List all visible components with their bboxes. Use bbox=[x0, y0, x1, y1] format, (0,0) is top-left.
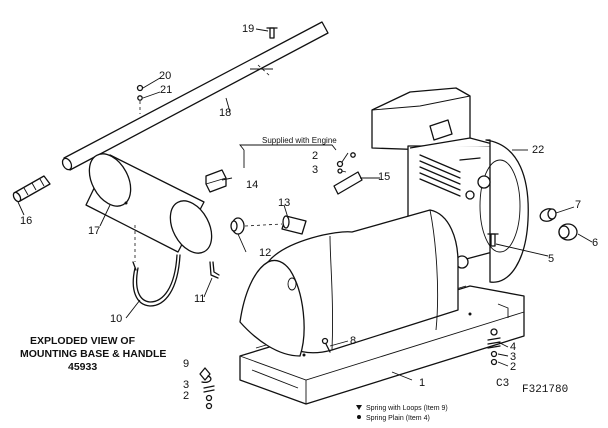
fuel-tank bbox=[85, 153, 213, 254]
screw-5 bbox=[487, 233, 499, 247]
screw-8 bbox=[321, 337, 331, 353]
caption-part-number: 45933 bbox=[68, 361, 97, 373]
callout-13: 13 bbox=[278, 197, 290, 209]
cap-7 bbox=[539, 208, 557, 222]
drawing-number: F321780 bbox=[522, 384, 568, 396]
callout-10: 10 bbox=[110, 313, 122, 325]
callout-2c: 2 bbox=[183, 390, 189, 402]
legend-spring-loops: Spring with Loops (Item 9) bbox=[366, 405, 448, 412]
mount-bracket-15 bbox=[333, 152, 363, 195]
callout-12: 12 bbox=[259, 247, 271, 259]
callout-numbers: 19 20 21 18 2 3 15 22 14 16 17 13 7 12 6… bbox=[20, 23, 598, 402]
spring-legend: Spring with Loops (Item 9) Spring Plain … bbox=[366, 405, 448, 422]
callout-6: 6 bbox=[592, 237, 598, 249]
handle-grip bbox=[12, 175, 51, 203]
screw-19 bbox=[266, 27, 278, 39]
callout-21: 21 bbox=[160, 84, 172, 96]
callout-22: 22 bbox=[532, 144, 544, 156]
callout-2b: 2 bbox=[510, 361, 516, 373]
leader-lines bbox=[17, 28, 593, 381]
callout-15: 15 bbox=[378, 171, 390, 183]
legend-symbols bbox=[356, 405, 362, 419]
cap-6 bbox=[558, 223, 578, 241]
callout-16: 16 bbox=[20, 215, 32, 227]
callout-2a: 2 bbox=[312, 150, 318, 162]
figure-code: C3 bbox=[496, 378, 509, 390]
callout-14: 14 bbox=[246, 179, 258, 191]
callout-19: 19 bbox=[242, 23, 254, 35]
caption-line2: MOUNTING BASE & HANDLE bbox=[20, 348, 166, 360]
tank-strap bbox=[132, 225, 220, 307]
caption-line1: EXPLODED VIEW OF bbox=[30, 335, 136, 347]
bushing-spacer bbox=[230, 215, 307, 235]
callout-1: 1 bbox=[419, 377, 425, 389]
callout-3b: 3 bbox=[510, 351, 516, 363]
callout-20: 20 bbox=[159, 70, 171, 82]
legend-spring-plain: Spring Plain (Item 4) bbox=[366, 415, 430, 422]
callout-9a: 9 bbox=[183, 358, 189, 370]
callout-7: 7 bbox=[575, 199, 581, 211]
supplied-with-engine-note: Supplied with Engine bbox=[262, 136, 337, 145]
diagram-caption: EXPLODED VIEW OF MOUNTING BASE & HANDLE … bbox=[20, 335, 166, 373]
callout-8: 8 bbox=[350, 335, 356, 347]
callout-5: 5 bbox=[548, 253, 554, 265]
callout-18: 18 bbox=[219, 107, 231, 119]
callout-4: 4 bbox=[510, 341, 516, 353]
spring-assembly-left bbox=[199, 367, 215, 410]
engine-shroud bbox=[239, 209, 459, 357]
callout-3a: 3 bbox=[312, 164, 318, 176]
callout-3c: 3 bbox=[183, 379, 189, 391]
callout-11: 11 bbox=[194, 293, 205, 305]
callout-17: 17 bbox=[88, 225, 100, 237]
washer-nut-20-21 bbox=[136, 84, 144, 114]
tank-bracket bbox=[205, 144, 337, 193]
engine-cooling-fins bbox=[419, 154, 461, 197]
handle-bar bbox=[61, 21, 329, 171]
